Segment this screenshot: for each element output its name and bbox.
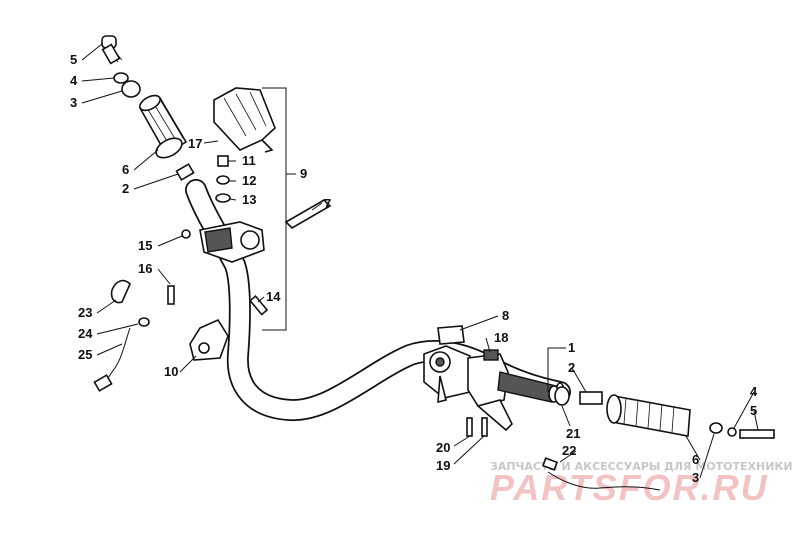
switch-decal xyxy=(437,325,465,345)
callout-23: 23 xyxy=(78,305,92,320)
watermark-tagline: ЗАПЧАСТИ И АКСЕССУАРЫ ДЛЯ МОТОТЕХНИКИ xyxy=(490,460,793,473)
cover-screw xyxy=(217,155,229,167)
left-grip xyxy=(138,94,188,159)
callout-20: 20 xyxy=(436,440,450,455)
right-washer xyxy=(727,427,737,437)
callout-5-left: 5 xyxy=(70,52,77,67)
left-throttle-sleeve xyxy=(175,163,195,181)
housing-nut xyxy=(181,229,191,239)
throttle-cover xyxy=(213,87,276,153)
callout-12: 12 xyxy=(242,173,256,188)
group-bracket xyxy=(262,87,287,331)
callout-3-right: 3 xyxy=(692,470,699,485)
clamp-screw-a xyxy=(466,417,473,437)
left-grip-bolt xyxy=(101,35,123,65)
right-bolt xyxy=(739,429,775,439)
callout-15: 15 xyxy=(138,238,152,253)
callout-10: 10 xyxy=(164,364,178,379)
callout-1-right: 1 xyxy=(568,340,575,355)
cover-nut xyxy=(215,193,231,203)
callout-11: 11 xyxy=(242,153,256,168)
switch-harness xyxy=(547,471,661,491)
callout-9: 9 xyxy=(300,166,307,181)
seal xyxy=(138,317,150,327)
callout-14: 14 xyxy=(266,289,281,304)
callout-labels: 5 4 3 6 2 17 11 12 13 9 7 15 16 14 23 24… xyxy=(70,52,758,485)
spacer-ring xyxy=(554,386,570,406)
callout-6-right: 6 xyxy=(692,452,699,467)
callout-2-right: 2 xyxy=(568,360,575,375)
callout-6-left: 6 xyxy=(122,162,129,177)
mirror-bracket xyxy=(189,318,229,361)
callout-16: 16 xyxy=(138,261,152,276)
watermark-logo: PARTSFOR.RU xyxy=(490,467,769,508)
callout-25: 25 xyxy=(78,347,92,362)
callout-7: 7 xyxy=(324,196,331,211)
callout-22: 22 xyxy=(562,443,576,458)
wire-harness xyxy=(103,327,131,385)
decal xyxy=(284,198,332,230)
right-end-cap xyxy=(709,422,723,434)
right-sleeve xyxy=(579,391,603,405)
cover-washer xyxy=(216,175,230,185)
clamp-screw-b xyxy=(481,417,488,437)
callout-3-left: 3 xyxy=(70,95,77,110)
right-grip xyxy=(606,394,691,437)
callout-5-right: 5 xyxy=(750,403,757,418)
callout-13: 13 xyxy=(242,192,256,207)
callout-19: 19 xyxy=(436,458,450,473)
callout-4-right: 4 xyxy=(750,384,758,399)
callout-17: 17 xyxy=(188,136,202,151)
callout-8: 8 xyxy=(502,308,509,323)
housing-screw xyxy=(167,285,175,305)
left-control-housing xyxy=(199,221,265,263)
callout-18: 18 xyxy=(494,330,508,345)
leader-lines xyxy=(81,43,759,479)
callout-4-left: 4 xyxy=(70,73,78,88)
brake-housing xyxy=(467,349,513,432)
right-switch-housing xyxy=(423,345,471,404)
callout-2-left: 2 xyxy=(122,181,129,196)
left-end-cap xyxy=(121,80,141,98)
callout-21: 21 xyxy=(566,426,580,441)
housing-bolt xyxy=(249,295,269,316)
callout-24: 24 xyxy=(78,326,93,341)
boot-cap xyxy=(110,279,131,304)
